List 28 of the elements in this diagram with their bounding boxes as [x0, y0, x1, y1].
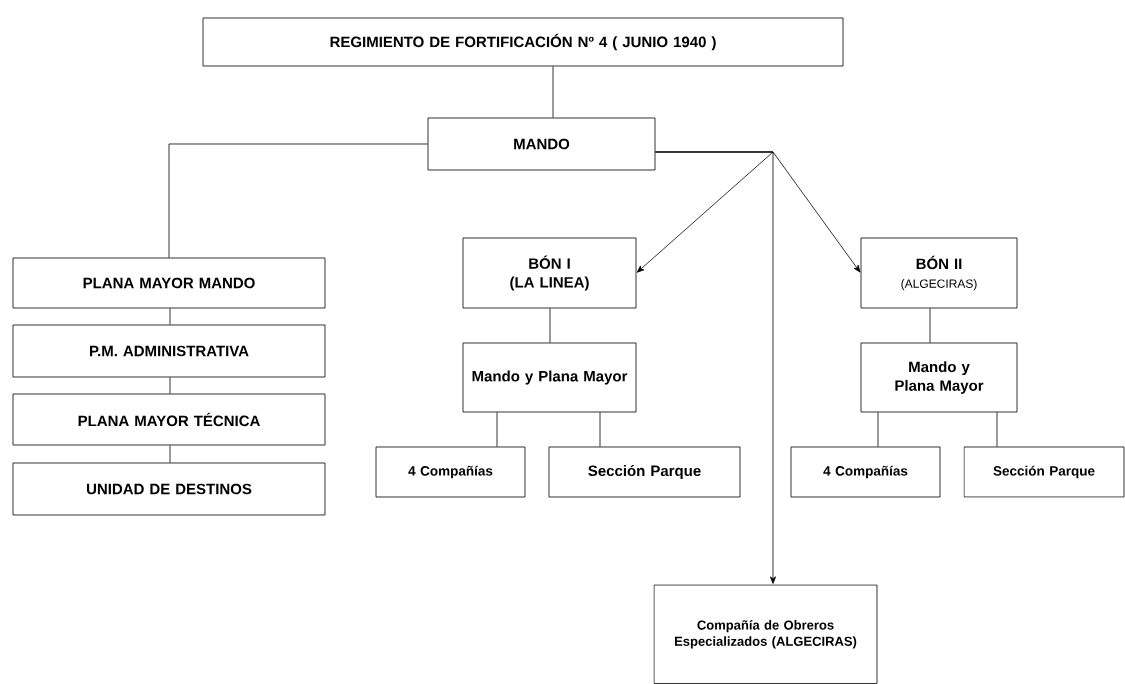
- unit-box: UNIDAD DE DESTINOS: [12, 462, 326, 516]
- unit-box: BÓN I (LA LINEA): [462, 237, 637, 309]
- connector: [996, 412, 998, 447]
- connector: [169, 445, 171, 463]
- unit-box: PLANA MAYOR MANDO: [12, 257, 326, 309]
- unit-box: Compañía de Obreros Especializados (ALGECIRAS): [653, 584, 878, 684]
- connector: [929, 308, 931, 343]
- connector: [877, 412, 879, 447]
- unit-box: Sección Parque: [963, 446, 1125, 498]
- connector: [655, 151, 776, 584]
- unit-box: 4 Compañías: [375, 446, 526, 498]
- unit-box: Mando y Plana Mayor: [860, 342, 1018, 413]
- connector: [169, 308, 171, 325]
- connector: [496, 412, 498, 447]
- unit-box: 4 Compañías: [790, 446, 941, 498]
- title-box: REGIMIENTO DE FORTIFICACIÓN Nº 4 ( JUNIO 1940 ): [202, 17, 844, 67]
- unit-box: BÓN II (ALGECIRAS): [860, 237, 1018, 309]
- unit-box: Mando y Plana Mayor: [462, 342, 637, 413]
- unit-box: MANDO: [427, 117, 656, 171]
- connector: [636, 151, 774, 273]
- connector: [549, 308, 551, 343]
- unit-box: PLANA MAYOR TÉCNICA: [12, 393, 326, 446]
- connector: [168, 143, 428, 258]
- unit-box: P.M. ADMINISTRATIVA: [12, 324, 326, 378]
- connector: [169, 377, 171, 394]
- connector: [599, 412, 601, 447]
- connector: [552, 66, 554, 118]
- unit-box: Sección Parque: [548, 446, 741, 498]
